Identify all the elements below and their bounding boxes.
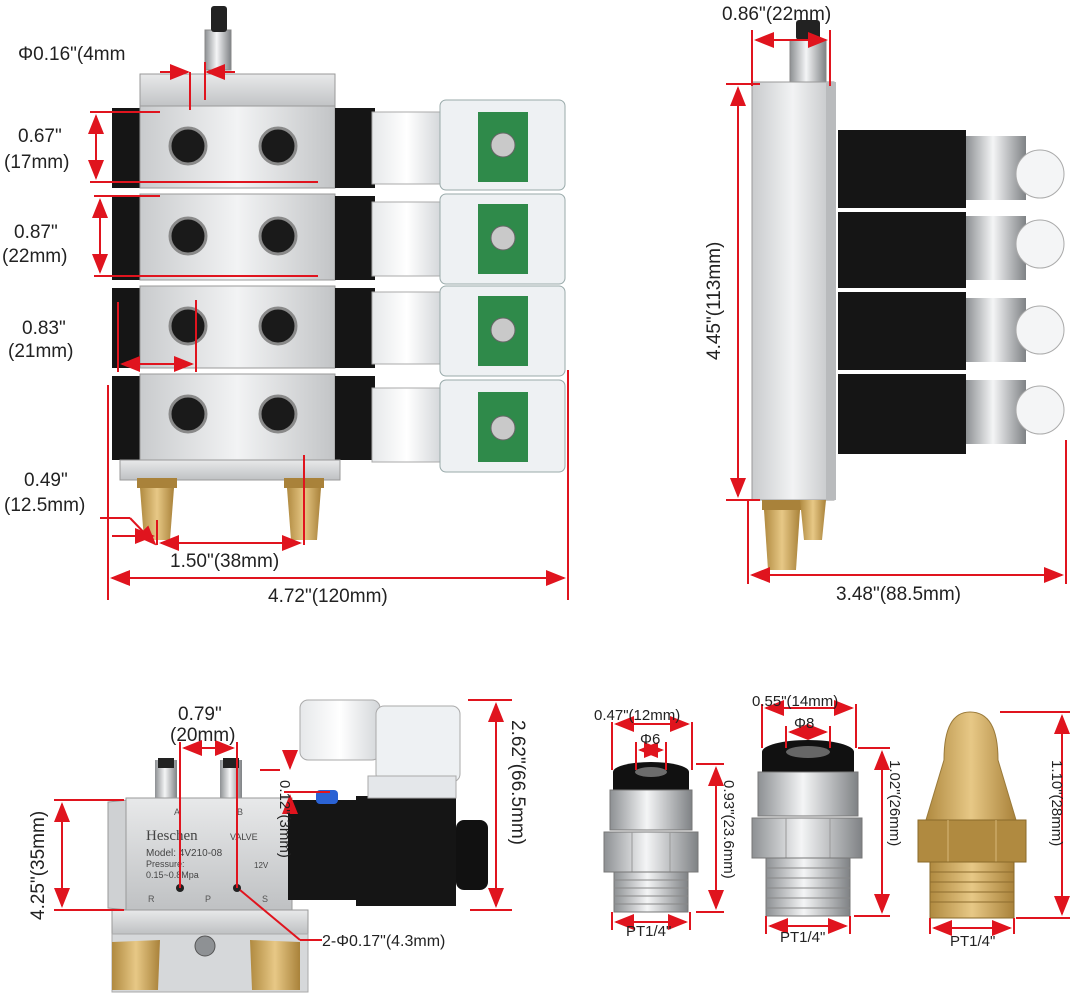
muffler-offset-label: 0.49" xyxy=(24,470,68,491)
port-r-label: R xyxy=(148,894,155,904)
dims-side-view: 0.86"(22mm) 4.45"(113mm) 3.48"(88.5mm) xyxy=(704,4,1067,605)
offset-label: 0.12"(3mm) xyxy=(276,780,293,858)
valve-valve-text: VALVE xyxy=(230,832,258,842)
valve-brand: Heschen xyxy=(146,828,198,844)
manifold-row-4 xyxy=(112,373,566,473)
muffler-part xyxy=(917,711,1027,919)
manifold-front-view xyxy=(112,6,566,540)
port-pitch-mm-label: (20mm) xyxy=(170,725,235,746)
muffler-spacing-label: 1.50"(38mm) xyxy=(170,551,279,572)
spacing-mm-label: (21mm) xyxy=(8,341,73,362)
valve-pressure: Pressure: xyxy=(146,859,185,869)
manifold-row-2 xyxy=(112,193,566,285)
dims-single-valve: 0.79" (20mm) 0.12"(3mm) 4.25"(35mm) 2.62… xyxy=(28,699,528,950)
dims-front-view: Φ0.16"(4mm 0.67" (17mm) 0.87" (22mm) 0.8… xyxy=(2,44,569,607)
fitting-8-tube: Φ8 xyxy=(794,715,814,732)
fitting-6-thread: PT1/4" xyxy=(626,923,671,940)
spacing-label: 0.83" xyxy=(22,318,66,339)
valve-model: Model: 4V210-08 xyxy=(146,848,223,859)
fitting-6-tube: Φ6 xyxy=(640,731,660,748)
single-valve-view: Heschen VALVE Model: 4V210-08 Pressure: … xyxy=(107,699,488,993)
mount-holes-label: 2-Φ0.17"(4.3mm) xyxy=(322,933,445,950)
port-a-label: A xyxy=(174,807,180,817)
dims-fitting-8mm: 0.55"(14mm) Φ8 1.02"(26mm) PT1/4" xyxy=(752,693,903,946)
port-pitch-label: 0.79" xyxy=(178,704,222,725)
pitch-2-mm-label: (22mm) xyxy=(2,246,67,267)
pitch-1-mm-label: (17mm) xyxy=(4,152,69,173)
valve-range: 0.15~0.8Mpa xyxy=(146,870,199,880)
dims-muffler: 1.10"(28mm) PT1/4" xyxy=(929,711,1070,950)
fitting-8mm xyxy=(751,740,863,917)
port-s-label: S xyxy=(262,894,268,904)
manifold-side-view xyxy=(751,20,1065,570)
port-diameter-label: Φ0.16"(4mm xyxy=(18,44,125,65)
valve-volt: 12V xyxy=(254,861,269,870)
fitting-8-width: 0.55"(14mm) xyxy=(752,693,838,710)
body-height-label: 4.25"(35mm) xyxy=(28,811,49,920)
port-b-label: B xyxy=(237,807,243,817)
muffler-thread: PT1/4" xyxy=(950,933,995,950)
side-valve-stack xyxy=(838,130,1065,454)
pitch-2-label: 0.87" xyxy=(14,222,58,243)
fitting-6-width: 0.47"(12mm) xyxy=(594,707,680,724)
fitting-8-thread: PT1/4" xyxy=(780,929,825,946)
fitting-8-height: 1.02"(26mm) xyxy=(886,760,903,846)
manifold-row-3 xyxy=(112,285,566,377)
pitch-1-label: 0.67" xyxy=(18,126,62,147)
manifold-row-1 xyxy=(112,99,566,191)
port-p-label: P xyxy=(205,894,211,904)
height-label: 4.45"(113mm) xyxy=(704,242,725,360)
depth-label: 3.48"(88.5mm) xyxy=(836,584,961,605)
dims-fitting-6mm: 0.47"(12mm) Φ6 0.93"(23.6mm) PT1/4" xyxy=(594,707,737,940)
total-height-label: 2.62"(66.5mm) xyxy=(507,720,528,845)
muffler-offset-mm-label: (12.5mm) xyxy=(4,495,85,516)
fitting-6mm xyxy=(603,762,699,913)
muffler-height: 1.10"(28mm) xyxy=(1048,760,1065,846)
overall-length-label: 4.72"(120mm) xyxy=(268,586,388,607)
inlet-width-label: 0.86"(22mm) xyxy=(722,4,831,25)
fitting-6-height: 0.93"(23.6mm) xyxy=(720,780,737,879)
